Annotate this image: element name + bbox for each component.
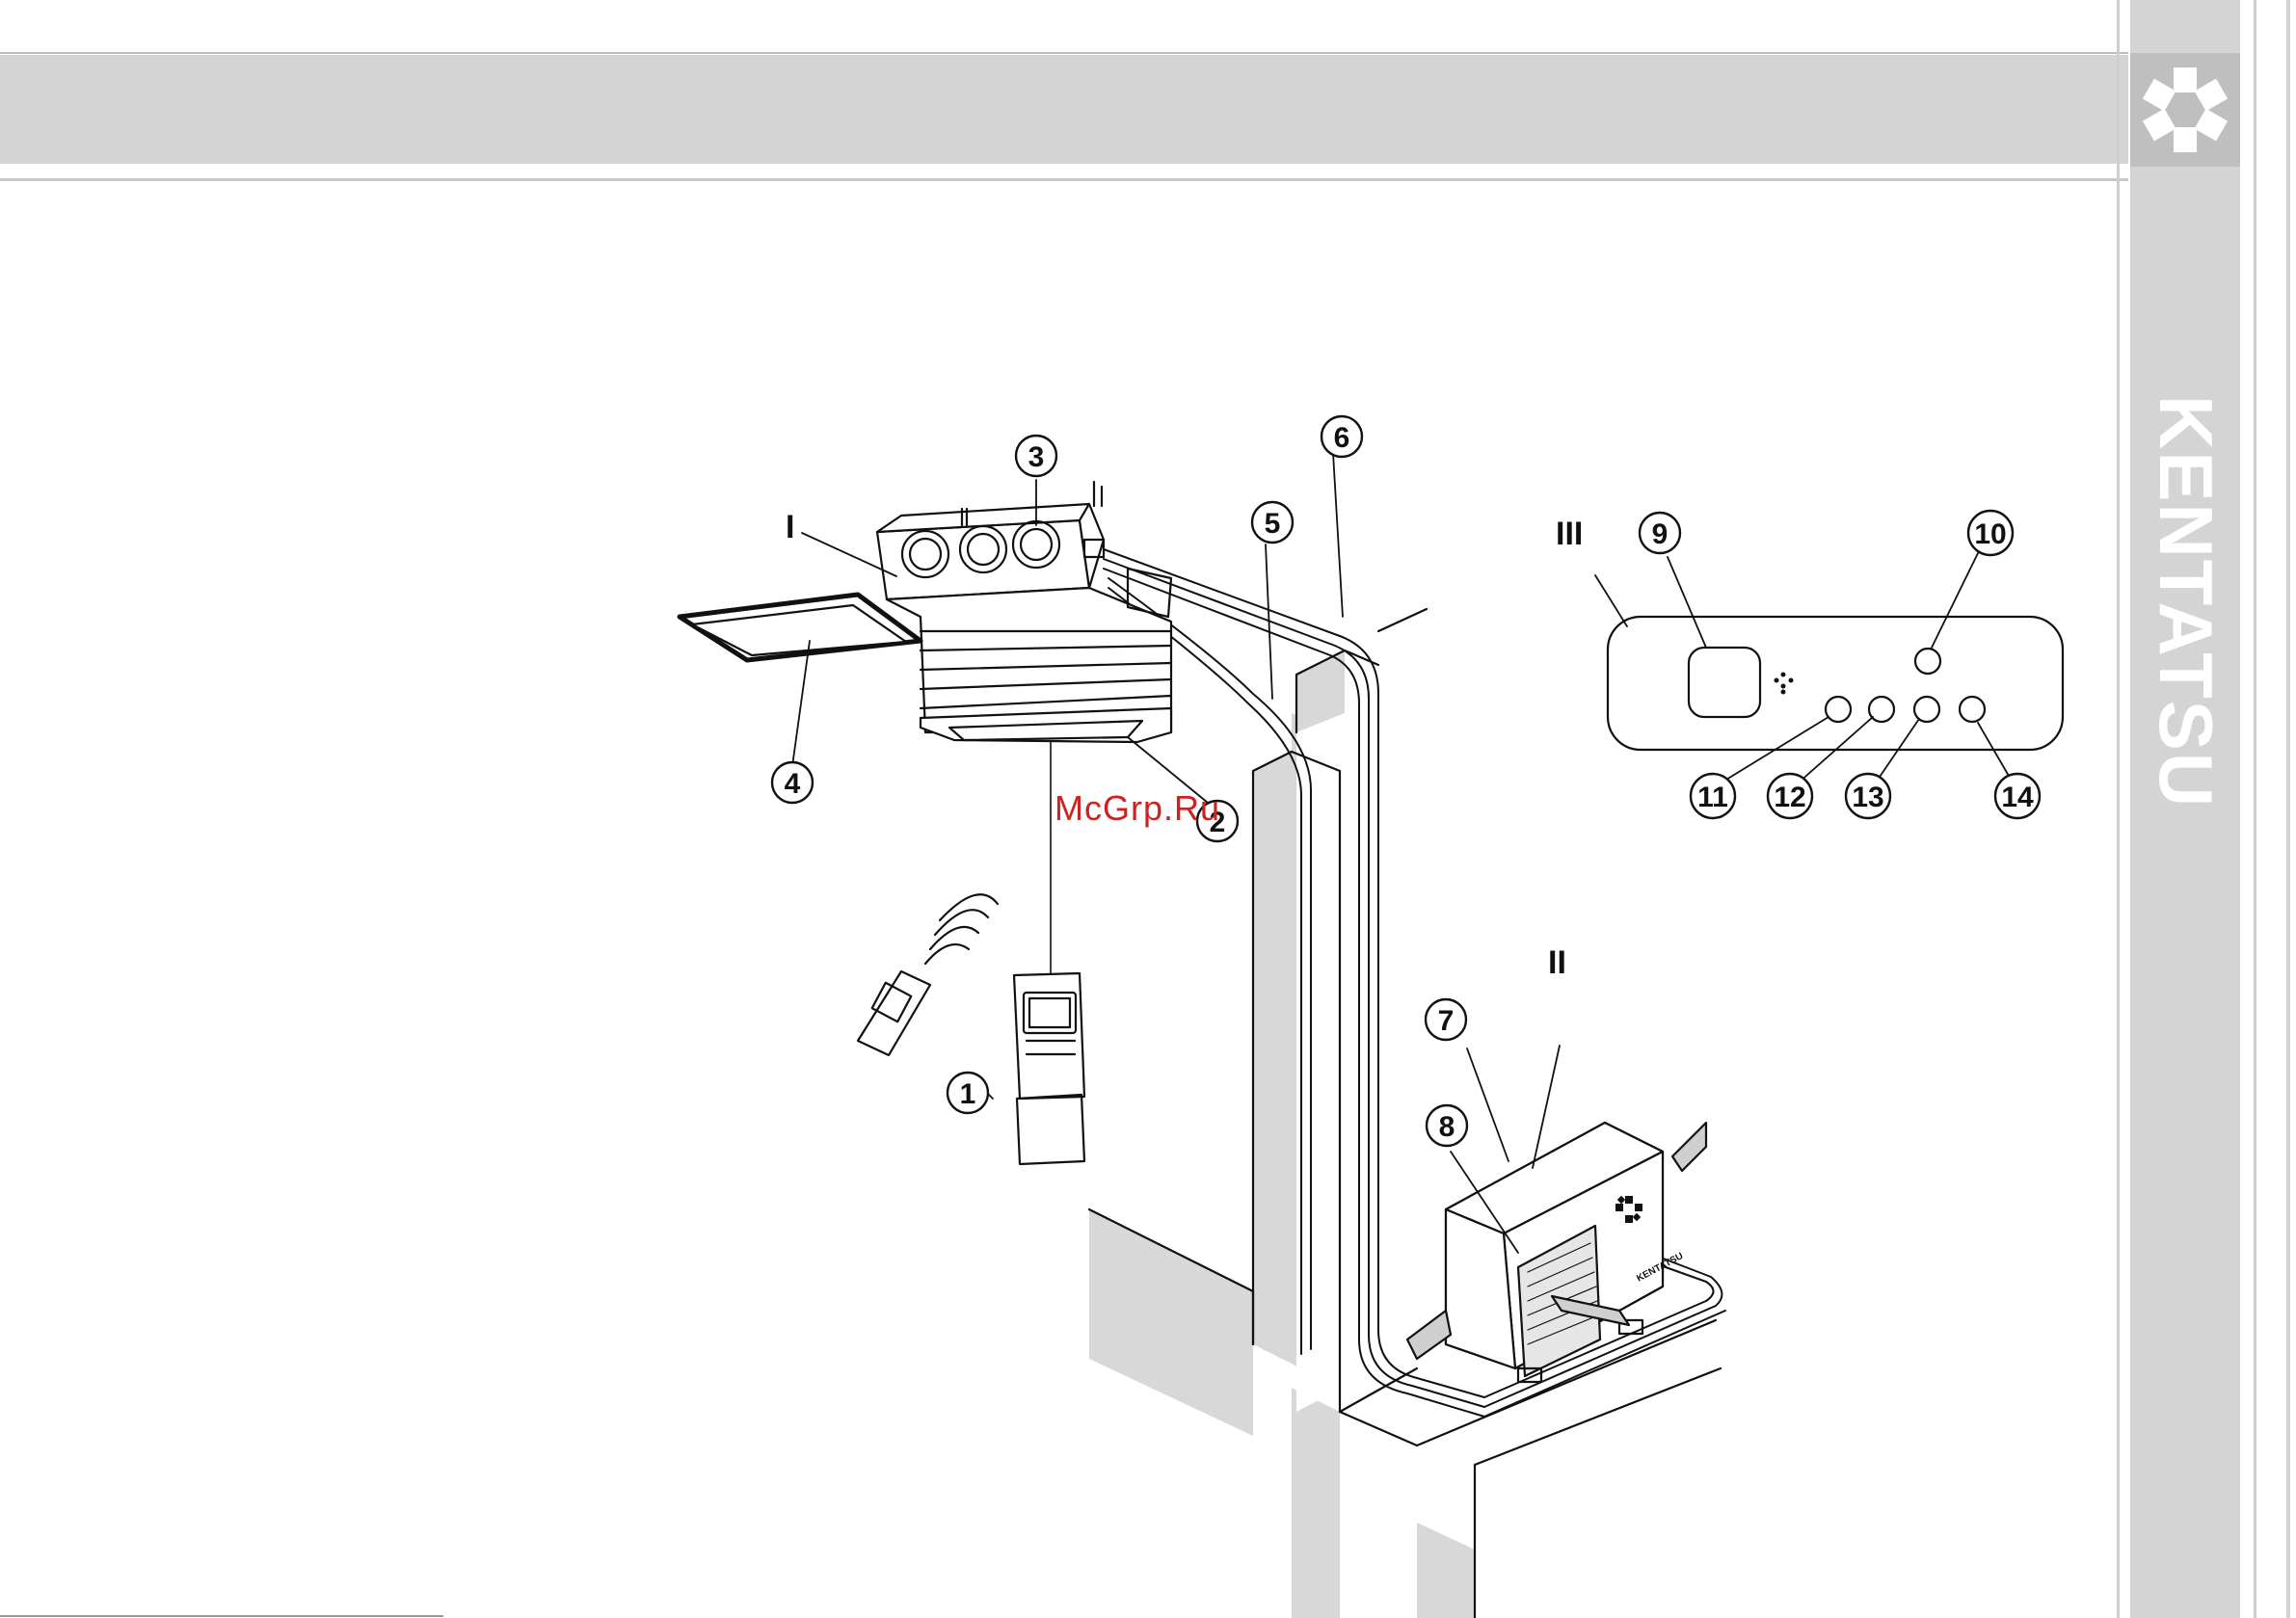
callout-7: 7 bbox=[1438, 1005, 1455, 1037]
callout-4: 4 bbox=[785, 768, 801, 800]
callout-5: 5 bbox=[1265, 508, 1281, 540]
callout-14: 14 bbox=[2001, 782, 2034, 813]
wired-controller-icon bbox=[1014, 973, 1084, 1164]
filter-panel bbox=[680, 595, 921, 660]
callout-11: 11 bbox=[1697, 782, 1728, 813]
side-rule-right bbox=[2254, 0, 2256, 1618]
brand-vertical-text: KENTATSU bbox=[2138, 395, 2234, 809]
indoor-unit bbox=[877, 482, 1171, 742]
display-panel bbox=[1608, 617, 2063, 750]
callout-10: 10 bbox=[1974, 518, 2006, 550]
logo-box bbox=[2130, 53, 2240, 167]
label-indoor-unit: I bbox=[786, 509, 794, 545]
remote-control-icon bbox=[858, 894, 998, 1055]
callout-3: 3 bbox=[1028, 441, 1045, 473]
callout-8: 8 bbox=[1439, 1111, 1455, 1143]
callout-1: 1 bbox=[960, 1078, 976, 1110]
callout-12: 12 bbox=[1774, 782, 1805, 813]
bottom-rule bbox=[0, 1615, 443, 1617]
callout-9: 9 bbox=[1652, 518, 1669, 550]
watermark-text: McGrp.Ru bbox=[1055, 788, 1220, 829]
callout-6: 6 bbox=[1334, 422, 1350, 454]
label-panel: III bbox=[1556, 516, 1583, 552]
kentatsu-logo-icon bbox=[2130, 53, 2240, 167]
callout-13: 13 bbox=[1852, 782, 1883, 813]
label-outdoor-unit: II bbox=[1548, 944, 1566, 981]
building-wall bbox=[1089, 609, 1721, 1618]
side-rule-edge bbox=[2286, 0, 2290, 1618]
